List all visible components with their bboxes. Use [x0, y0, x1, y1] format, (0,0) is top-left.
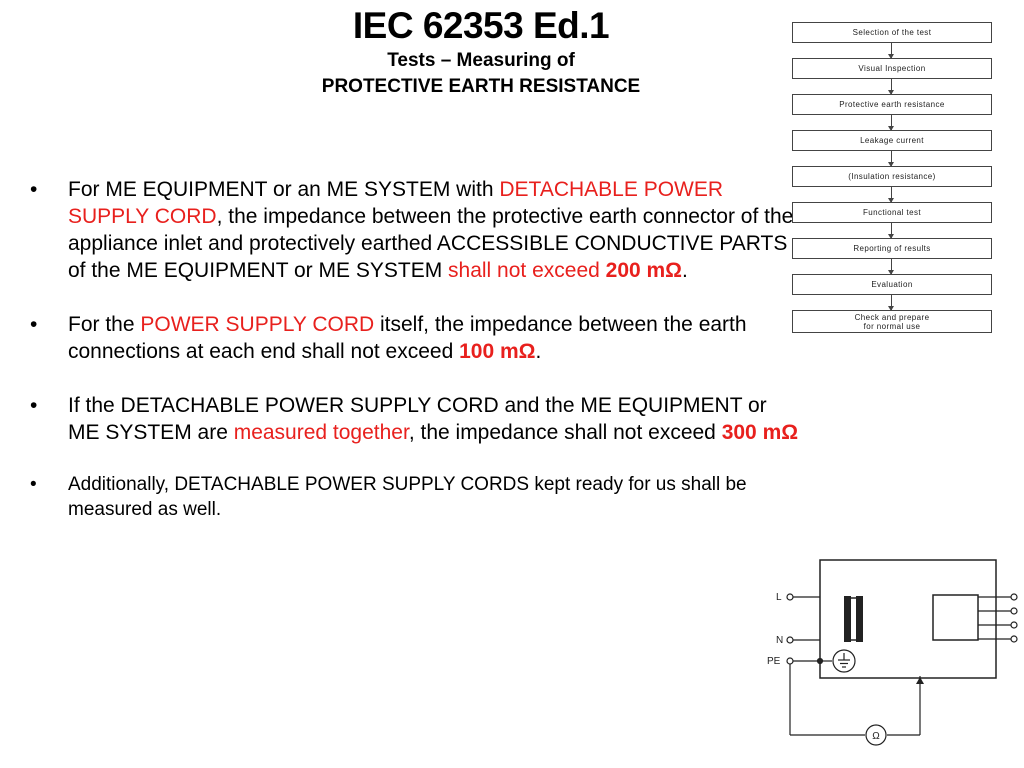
bullet-1-end: .	[682, 259, 688, 282]
arrow-down-icon	[888, 223, 894, 239]
arrow-down-icon	[888, 43, 894, 59]
flow-step-selection: Selection of the test	[792, 22, 992, 43]
flow-step-visual-inspection: Visual Inspection	[792, 58, 992, 79]
bullet-item-2: For the POWER SUPPLY CORD itself, the im…	[30, 311, 800, 365]
arrow-down-icon	[888, 259, 894, 275]
flow-step-insulation-resistance: (Insulation resistance)	[792, 166, 992, 187]
terminal-n-icon	[786, 636, 794, 644]
bullet-3-limit-value: 300 mΩ	[721, 421, 799, 444]
bullet-3-text-1: If the DETACHABLE POWER SUPPLY CORD and …	[68, 394, 767, 444]
bullet-3-text-2: , the impedance shall not exceed	[408, 421, 722, 444]
bullet-2-text-1: For the	[68, 313, 141, 336]
bullet-2-limit-value: 100 mΩ	[459, 340, 536, 363]
slide-subtitle-line-2: PROTECTIVE EARTH RESISTANCE	[321, 76, 641, 97]
ohmmeter-icon	[865, 724, 887, 746]
arrow-down-icon	[888, 79, 894, 95]
title-block: IEC 62353 Ed.1 Tests – Measuring of PROT…	[250, 4, 712, 100]
terminal-l-icon	[786, 593, 794, 601]
bullet-item-3: If the DETACHABLE POWER SUPPLY CORD and …	[30, 392, 800, 446]
bullet-1-highlight-2: shall not exceed	[448, 259, 606, 282]
bullet-list: For ME EQUIPMENT or an ME SYSTEM with DE…	[30, 176, 800, 522]
bullet-1-text-2: , the impedance between the protective e…	[68, 205, 794, 282]
terminal-pe-label: PE	[767, 656, 781, 667]
terminal-n-label: N	[776, 635, 783, 646]
flow-step-functional-test: Functional test	[792, 202, 992, 223]
flow-step-evaluation: Evaluation	[792, 274, 992, 295]
bullet-1-text-1: For ME EQUIPMENT or an ME SYSTEM with	[68, 178, 500, 201]
bullet-1-limit-value: 200 mΩ	[605, 259, 683, 282]
arrow-down-icon	[888, 295, 894, 311]
terminal-l-label: L	[776, 592, 782, 603]
bullet-2-highlight-1: POWER SUPPLY CORD	[140, 313, 375, 336]
protective-earth-icon	[816, 649, 856, 673]
slide-subtitle-line-1: Tests – Measuring of	[387, 50, 575, 71]
flow-step-check-line-1: Check and prepare	[854, 313, 930, 322]
test-sequence-flowchart: Selection of the test Visual Inspection …	[790, 18, 996, 338]
terminal-pe-icon	[786, 657, 794, 665]
bullet-1-highlight-1: DETACHABLE POWER SUPPLY CORD	[68, 178, 724, 228]
flow-step-reporting: Reporting of results	[792, 238, 992, 259]
arrow-down-icon	[888, 151, 894, 167]
equipment-enclosure	[819, 559, 997, 679]
bullet-item-4: Additionally, DETACHABLE POWER SUPPLY CO…	[30, 472, 768, 522]
bullet-4-text: Additionally, DETACHABLE POWER SUPPLY CO…	[68, 474, 747, 520]
ohmmeter-symbol: Ω	[872, 731, 880, 742]
flow-step-protective-earth: Protective earth resistance	[792, 94, 992, 115]
transformer-icon	[844, 596, 863, 642]
measurement-loop	[789, 664, 924, 736]
arrow-down-icon	[888, 187, 894, 203]
measurement-circuit-diagram: L N PE Ω	[767, 559, 1018, 746]
bullet-2-text-2: itself, the impedance between the earth …	[68, 313, 747, 363]
slide-title: IEC 62353 Ed.1	[352, 5, 610, 46]
bullet-2-end: .	[535, 340, 542, 363]
applied-part-box	[932, 594, 979, 641]
bullet-3-highlight-1: measured together	[233, 421, 409, 444]
bullet-item-1: For ME EQUIPMENT or an ME SYSTEM with DE…	[30, 176, 800, 284]
flow-step-leakage-current: Leakage current	[792, 130, 992, 151]
output-terminals	[978, 593, 1018, 643]
flow-step-check-line-2: for normal use	[863, 322, 921, 331]
arrow-down-icon	[888, 115, 894, 131]
